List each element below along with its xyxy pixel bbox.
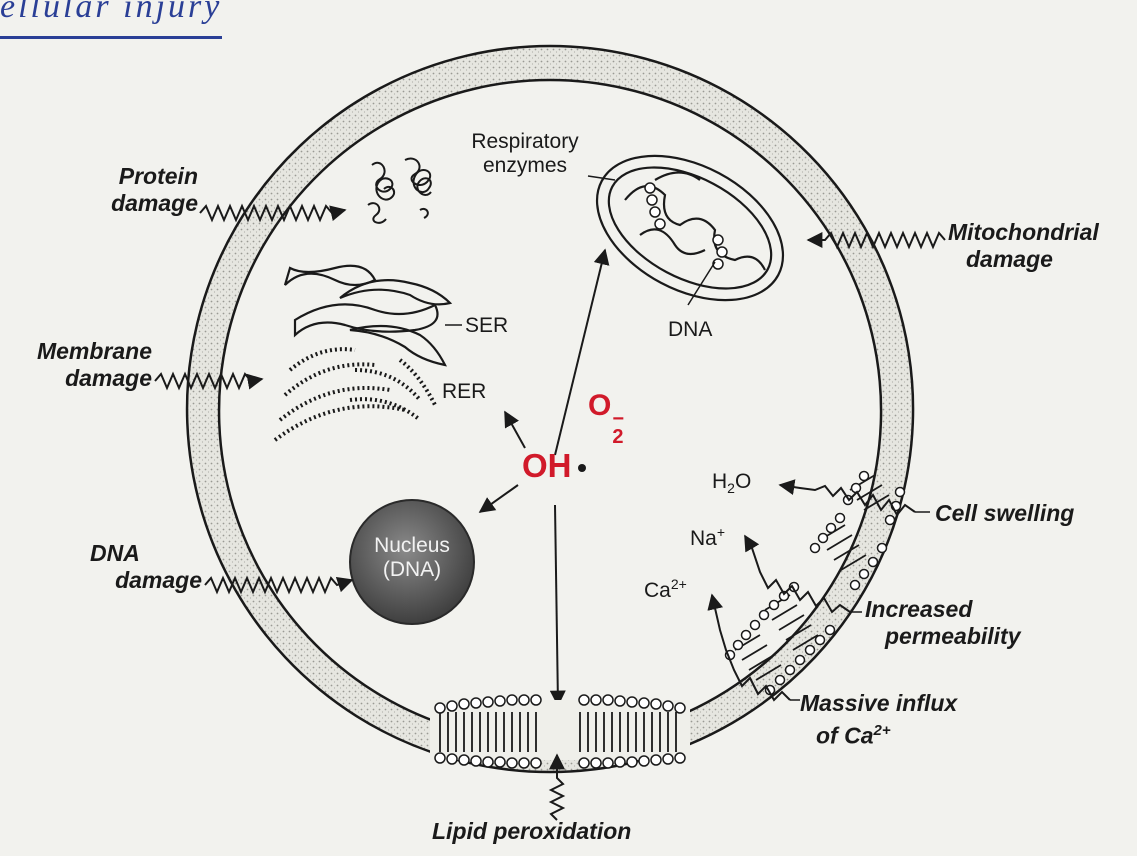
sodium-charge: + xyxy=(717,524,725,540)
protein-damage-line2: damage xyxy=(72,190,198,217)
sodium-base: Na xyxy=(690,527,717,550)
calcium-charge: 2+ xyxy=(671,576,687,592)
mitochondrial-damage-line2: damage xyxy=(948,246,1134,273)
massive-influx-line2: of Ca2+ xyxy=(800,717,957,750)
respiratory-enzymes-line1: Respiratory xyxy=(460,130,590,154)
sodium-label: Na+ xyxy=(690,520,725,551)
rer-label: RER xyxy=(442,380,486,404)
membrane-damage-line2: damage xyxy=(10,365,152,392)
protein-damage-line1: Protein xyxy=(72,163,198,190)
nucleus-line1: Nucleus xyxy=(350,534,474,558)
mito-dna-label: DNA xyxy=(668,318,712,342)
hydroxyl-text: OH xyxy=(522,447,572,484)
mitochondrial-damage-line1: Mitochondrial xyxy=(948,219,1134,246)
massive-influx-label: Massive influx of Ca2+ xyxy=(800,690,957,750)
increased-permeability-line1: Increased xyxy=(865,596,1021,623)
hydroxyl-label: OH xyxy=(522,448,586,484)
lipid-bilayer-bottom xyxy=(430,695,690,768)
increased-permeability-label: Increased permeability xyxy=(865,596,1021,650)
respiratory-enzymes-label: Respiratory enzymes xyxy=(460,130,590,178)
increased-permeability-line2: permeability xyxy=(865,623,1021,650)
calcium-base: Ca xyxy=(644,579,671,602)
respiratory-enzymes-line2: enzymes xyxy=(460,154,590,178)
superoxide-subscript: 2 xyxy=(612,421,623,453)
massive-influx-ca: of Ca xyxy=(816,723,874,749)
dna-damage-squiggle xyxy=(205,578,352,592)
water-label: H2O xyxy=(712,470,751,500)
lipid-peroxidation-label: Lipid peroxidation xyxy=(432,818,631,845)
nucleus-label: Nucleus (DNA) xyxy=(350,534,474,582)
mito-dna-beads xyxy=(645,183,727,269)
ser-label: SER xyxy=(465,314,508,338)
massive-influx-charge: 2+ xyxy=(874,722,891,739)
water-subscript: 2 xyxy=(727,480,735,496)
protein-coils xyxy=(368,159,431,223)
dna-damage-line2: damage xyxy=(80,567,202,594)
mitochondrial-damage-label: Mitochondrial damage xyxy=(948,219,1134,273)
membrane-damage-label: Membrane damage xyxy=(10,338,152,392)
superoxide-base: O xyxy=(588,389,611,422)
mitochondrial-damage-squiggle xyxy=(808,233,945,247)
radical-dot xyxy=(578,464,586,472)
superoxide-label: O−2 xyxy=(588,390,625,422)
dna-damage-label: DNA damage xyxy=(80,540,202,594)
water-base: H xyxy=(712,470,727,493)
membrane-damage-line1: Membrane xyxy=(10,338,152,365)
dna-damage-line1: DNA xyxy=(80,540,202,567)
nucleus-line2: (DNA) xyxy=(350,558,474,582)
cell-swelling-label: Cell swelling xyxy=(935,500,1074,527)
protein-damage-label: Protein damage xyxy=(72,163,198,217)
massive-influx-line1: Massive influx xyxy=(800,690,957,717)
water-tail: O xyxy=(735,470,751,493)
calcium-label: Ca2+ xyxy=(644,572,687,603)
ser-tubules xyxy=(285,266,450,365)
rer-cisternae xyxy=(275,349,435,440)
